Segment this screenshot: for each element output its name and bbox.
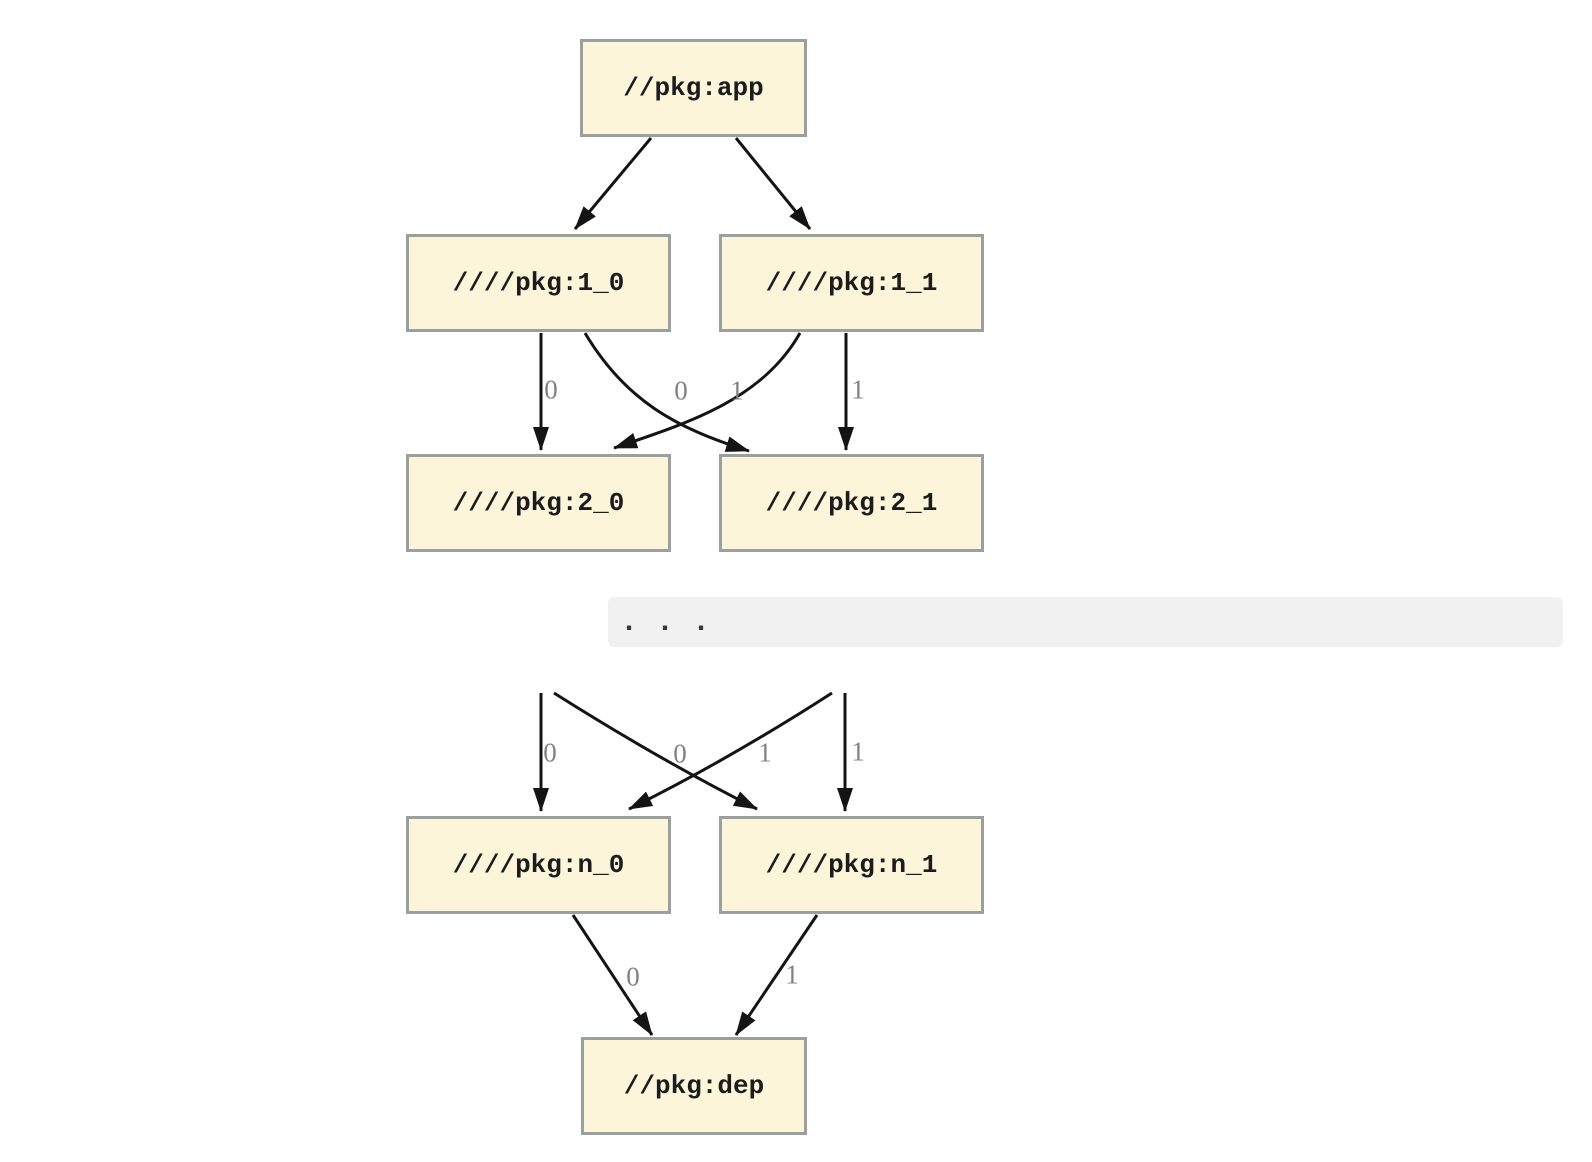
edge-label-to-n-1-straight: 1 (851, 736, 865, 767)
node-pkg-2-1: ////pkg:2_1 (719, 454, 984, 552)
edge-1-0-to-2-1 (583, 332, 750, 453)
edge-cont-to-n-1-cross (553, 691, 758, 811)
node-pkg-n-1: ////pkg:n_1 (719, 816, 984, 914)
edge-app-to-1-1 (734, 137, 812, 230)
node-pkg-1-0: ////pkg:1_0 (406, 234, 671, 332)
edge-label-1-0-to-2-1: 1 (730, 375, 744, 406)
edge-label-to-n-1-cross: 1 (758, 737, 772, 768)
edge-label-n-0-to-dep: 0 (626, 961, 640, 992)
node-pkg-2-0-label: ////pkg:2_0 (452, 488, 625, 518)
node-pkg-app: //pkg:app (580, 39, 807, 137)
node-pkg-2-0: ////pkg:2_0 (406, 454, 671, 552)
node-pkg-dep-label: //pkg:dep (623, 1071, 765, 1101)
edge-n-1-to-dep (734, 914, 819, 1036)
node-pkg-n-1-label: ////pkg:n_1 (765, 850, 938, 880)
ellipsis-code-block: . . . (608, 597, 1563, 647)
node-pkg-1-1-label: ////pkg:1_1 (765, 268, 938, 298)
edge-label-n-1-to-dep: 1 (785, 959, 799, 990)
edge-label-to-n-0-cross: 0 (673, 738, 687, 769)
edge-label-1-1-to-2-1: 1 (851, 374, 865, 405)
edge-1-1-to-2-0 (613, 332, 802, 450)
edge-label-to-n-0-straight: 0 (543, 737, 557, 768)
node-pkg-1-0-label: ////pkg:1_0 (452, 268, 625, 298)
node-pkg-2-1-label: ////pkg:2_1 (765, 488, 938, 518)
edge-app-to-1-0 (573, 137, 653, 230)
node-pkg-n-0: ////pkg:n_0 (406, 816, 671, 914)
edge-cont-to-n-0-cross (628, 691, 833, 811)
edge-n-0-to-dep (571, 914, 654, 1036)
ellipsis-text: . . . (620, 606, 711, 640)
node-pkg-app-label: //pkg:app (623, 73, 764, 103)
node-pkg-dep: //pkg:dep (581, 1037, 807, 1135)
node-pkg-n-0-label: ////pkg:n_0 (452, 850, 625, 880)
edge-label-1-1-to-2-0: 0 (674, 375, 688, 406)
node-pkg-1-1: ////pkg:1_1 (719, 234, 984, 332)
edge-label-1-0-to-2-0: 0 (544, 374, 558, 405)
